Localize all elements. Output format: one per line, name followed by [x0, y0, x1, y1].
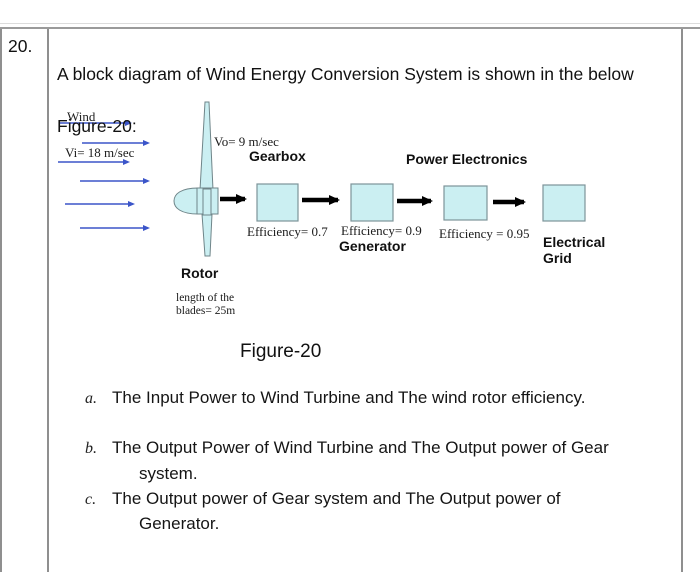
gearbox-efficiency-label: Efficiency= 0.7 [247, 224, 328, 239]
power-electronics-efficiency-label: Efficiency = 0.95 [439, 226, 530, 241]
rotor-blade-root [202, 188, 212, 216]
figure-caption: Figure-20 [240, 341, 322, 362]
block-generator [350, 183, 394, 222]
question-intro-line2: Figure-20: [57, 116, 137, 136]
wind-arrows [58, 120, 150, 231]
wecs-block-diagram [58, 101, 586, 257]
block-power-electronics [443, 185, 488, 221]
item-text-a: The Input Power to Wind Turbine and The … [112, 388, 586, 407]
item-letter-a: a. [85, 390, 97, 407]
page-left-edge [0, 29, 2, 572]
wind-label: Wind [67, 109, 96, 124]
process-blocks [256, 183, 586, 222]
table-top-border-shadow [0, 23, 700, 24]
block-electrical-grid [542, 184, 586, 222]
flow-arrows [220, 194, 526, 207]
item-letter-b: b. [85, 440, 97, 457]
item-letter-c: c. [85, 491, 97, 508]
blade-length-label: length of the blades= 25m [176, 292, 236, 317]
generator-label: Generator [339, 238, 406, 254]
item-text-c-continued: Generator. [139, 514, 220, 533]
rotor-blade-lower [201, 213, 213, 257]
rotor-nose-cone [173, 187, 199, 215]
electrical-grid-label: Electrical Grid [543, 234, 606, 266]
outlet-speed-label: Vo= 9 m/sec [214, 134, 279, 149]
table-top-border [0, 27, 700, 29]
item-text-b-continued: system. [139, 464, 198, 483]
item-text-c: The Output power of Gear system and The … [112, 489, 561, 508]
inlet-speed-label: Vi= 18 m/sec [65, 145, 135, 160]
question-intro-line1: A block diagram of Wind Energy Conversio… [57, 64, 634, 84]
rotor-label: Rotor [181, 265, 219, 281]
power-electronics-label: Power Electronics [406, 151, 528, 167]
wind-turbine-rotor [173, 101, 219, 257]
column-divider-right [681, 29, 683, 572]
gearbox-label: Gearbox [249, 148, 306, 164]
column-divider-left [47, 29, 49, 572]
question-number: 20. [8, 36, 33, 56]
item-text-b: The Output Power of Wind Turbine and The… [112, 438, 609, 457]
question-intro: A block diagram of Wind Energy Conversio… [57, 35, 677, 139]
block-gearbox [256, 183, 299, 222]
generator-efficiency-label: Efficiency= 0.9 [341, 223, 422, 238]
